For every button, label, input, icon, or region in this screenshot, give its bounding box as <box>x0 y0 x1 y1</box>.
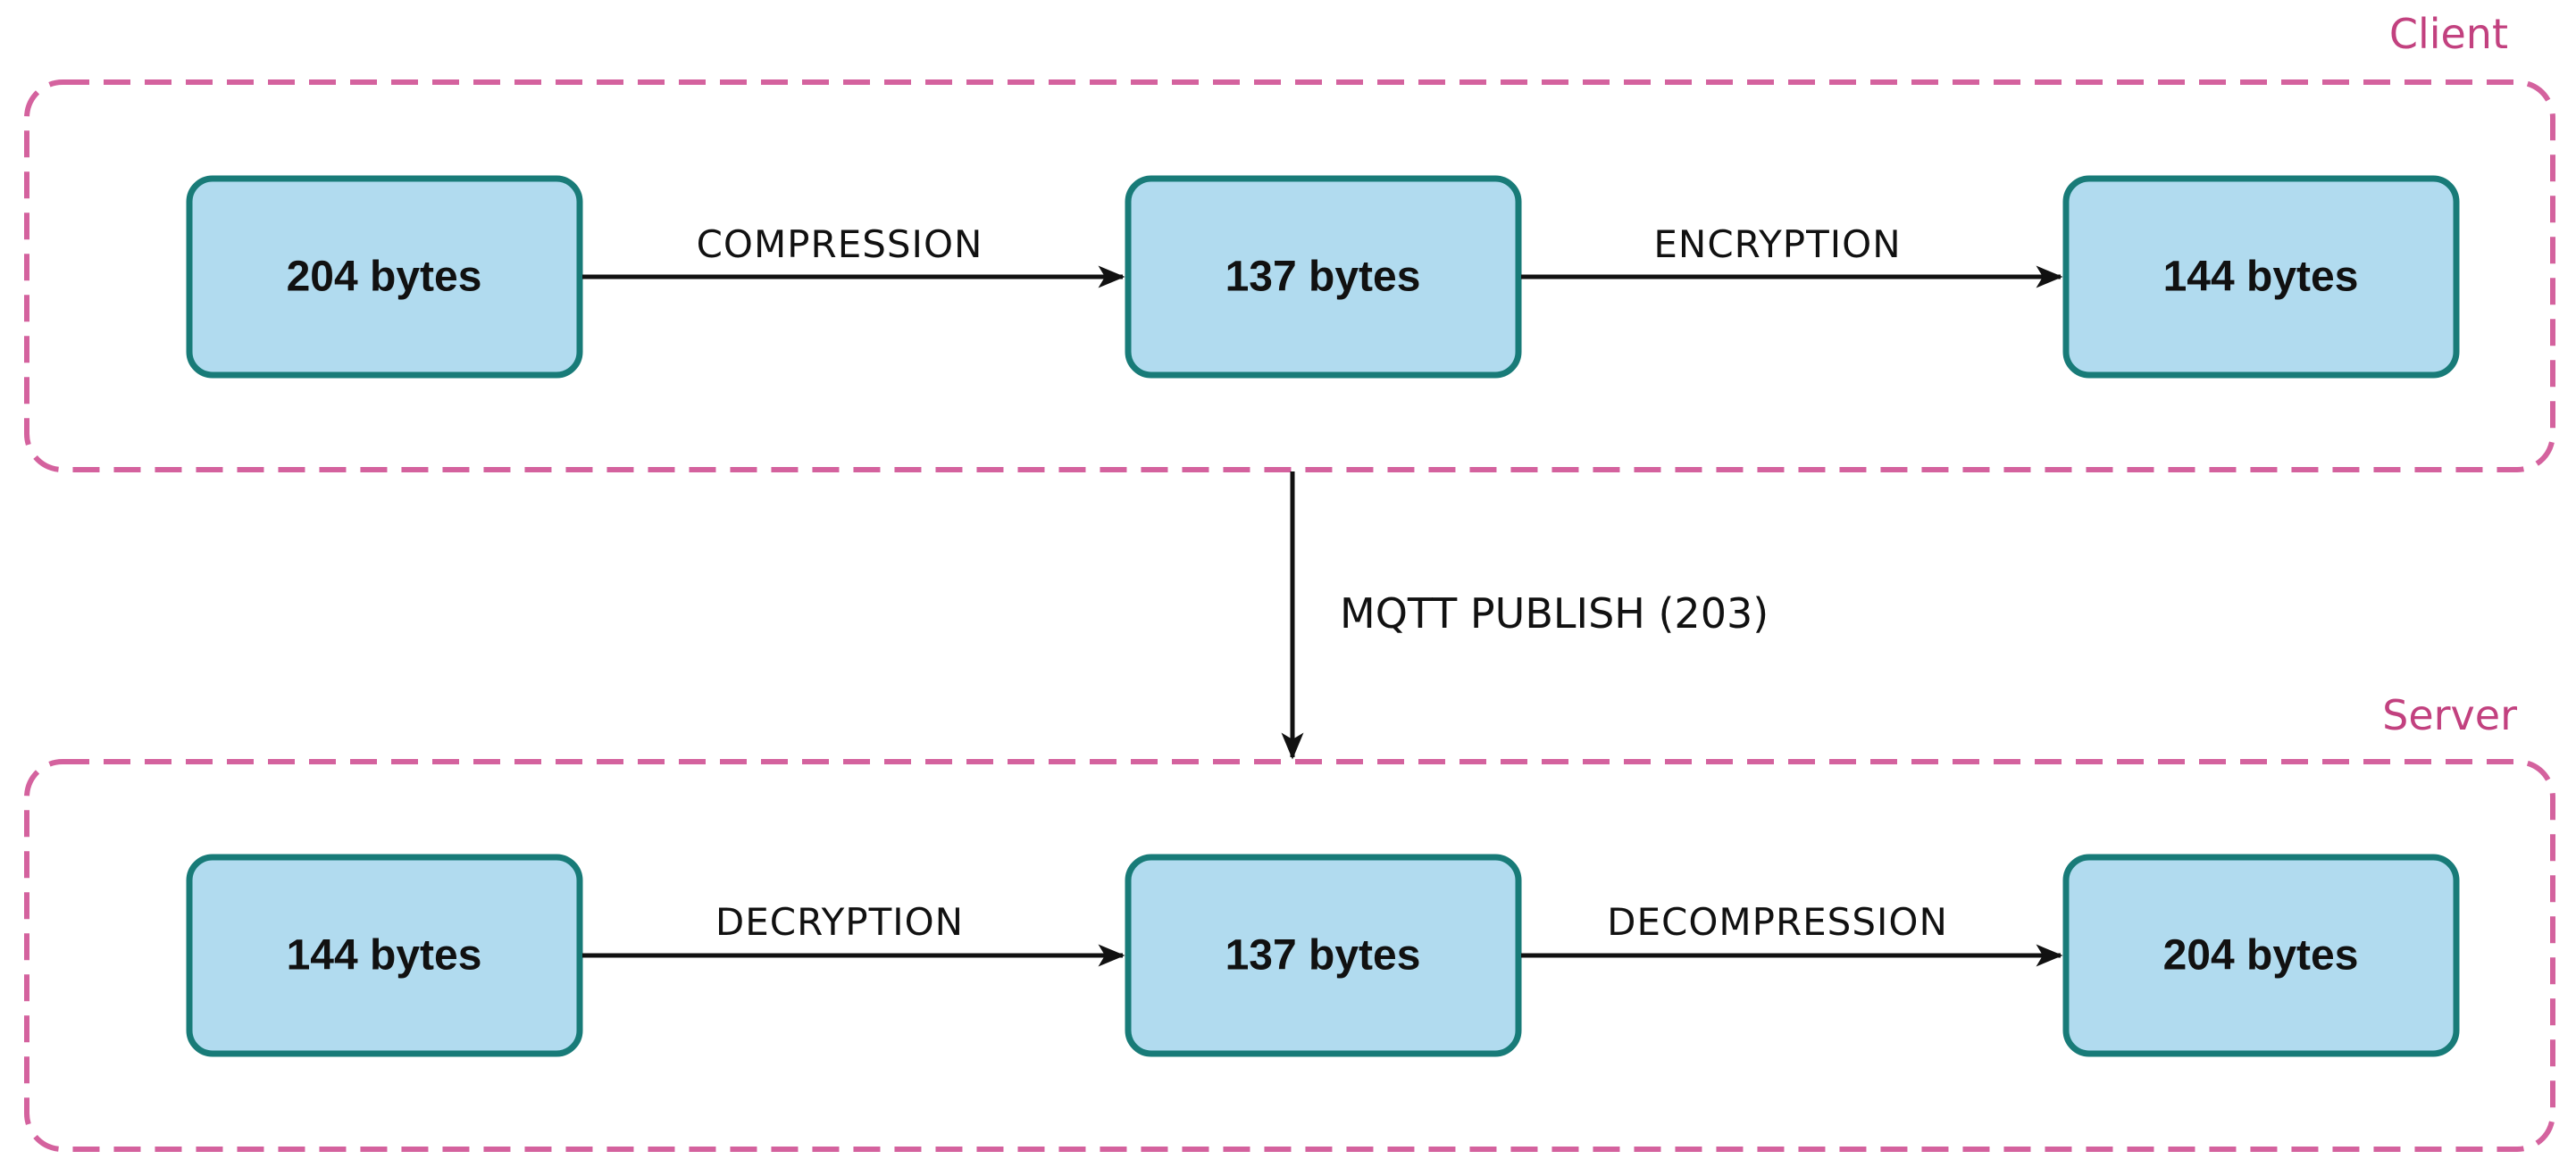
server-node-1-label: 144 bytes <box>287 932 482 980</box>
client-node-2[interactable]: 137 bytes <box>1125 175 1522 379</box>
mqtt-publish-label: MQTT PUBLISH (203) <box>1340 589 1769 638</box>
server-node-1[interactable]: 144 bytes <box>186 854 583 1057</box>
server-node-2-label: 137 bytes <box>1225 932 1421 980</box>
client-node-1[interactable]: 204 bytes <box>186 175 583 379</box>
server-group-frame <box>24 759 2555 1152</box>
server-node-1-box <box>186 854 583 1057</box>
client-group: Client <box>24 10 2555 472</box>
client-node-2-label: 137 bytes <box>1225 254 1421 301</box>
client-node-3[interactable]: 144 bytes <box>2062 175 2460 379</box>
client-node-1-label: 204 bytes <box>287 254 482 301</box>
client-node-2-box <box>1125 175 1522 379</box>
client-node-3-box <box>2062 175 2460 379</box>
client-edge-encryption: ENCRYPTION <box>1521 222 2063 288</box>
client-edge-compression: COMPRESSION <box>582 222 1125 288</box>
server-node-2[interactable]: 137 bytes <box>1125 854 1522 1057</box>
client-group-label: Client <box>2389 10 2508 58</box>
server-group-label: Server <box>2382 691 2517 739</box>
server-edge-decompression: DECOMPRESSION <box>1521 900 2063 967</box>
server-group: Server <box>24 691 2555 1152</box>
server-edge-decryption: DECRYPTION <box>582 900 1125 967</box>
decompression-label: DECOMPRESSION <box>1607 900 1948 944</box>
decryption-label: DECRYPTION <box>715 900 964 944</box>
client-group-frame <box>24 79 2555 472</box>
server-node-3[interactable]: 204 bytes <box>2062 854 2460 1057</box>
transfer-edge: MQTT PUBLISH (203) <box>1281 471 1769 760</box>
encryption-label: ENCRYPTION <box>1653 222 1901 266</box>
client-node-1-box <box>186 175 583 379</box>
server-node-2-box <box>1125 854 1522 1057</box>
server-node-3-label: 204 bytes <box>2163 932 2359 980</box>
client-node-3-label: 144 bytes <box>2163 254 2359 301</box>
server-node-3-box <box>2062 854 2460 1057</box>
compression-label: COMPRESSION <box>697 222 983 266</box>
